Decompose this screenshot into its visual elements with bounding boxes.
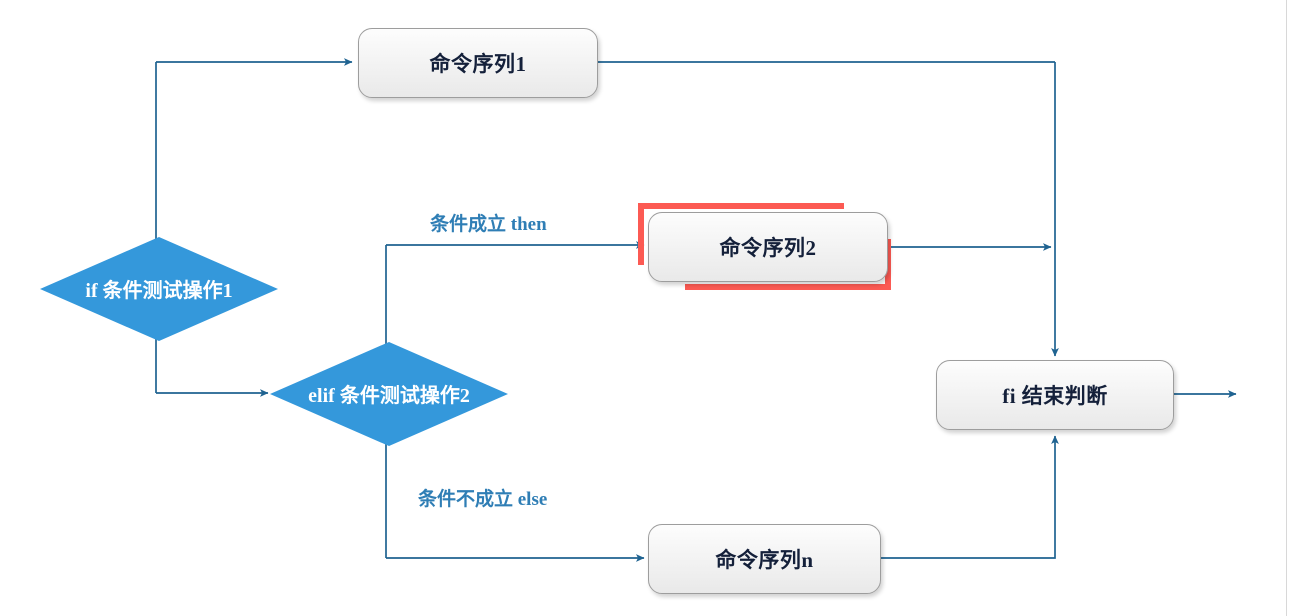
highlight-bracket-right (885, 239, 891, 290)
node-end-fi[interactable]: fi 结束判断 (936, 360, 1174, 430)
node-process-1[interactable]: 命令序列1 (358, 28, 598, 98)
node-process-2-label: 命令序列2 (719, 236, 817, 260)
node-process-n[interactable]: 命令序列n (648, 524, 881, 594)
label-else-branch: 条件不成立 else (418, 489, 548, 510)
node-decision-if-label: if 条件测试操作1 (85, 279, 233, 302)
connector-processn-to-fi (881, 435, 1059, 559)
label-then-branch: 条件成立 then (430, 214, 547, 235)
node-process-n-label: 命令序列n (715, 548, 814, 572)
highlight-bracket-left (638, 203, 644, 265)
node-process-2[interactable]: 命令序列2 (648, 212, 888, 282)
highlight-bracket-top (638, 203, 844, 209)
page-right-rule (1286, 0, 1287, 616)
node-process-1-label: 命令序列1 (429, 52, 527, 76)
node-end-fi-label: fi 结束判断 (1002, 384, 1108, 408)
node-decision-elif-label: elif 条件测试操作2 (308, 384, 470, 407)
highlight-bracket-bottom (685, 284, 891, 290)
